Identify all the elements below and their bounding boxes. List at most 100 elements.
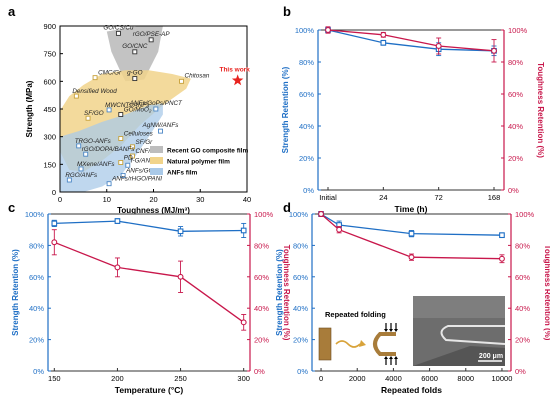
data-point xyxy=(177,273,184,280)
point-label: AgNW/ANFs xyxy=(142,122,180,129)
data-point xyxy=(83,151,89,157)
x-tick-label: 40 xyxy=(243,195,251,204)
data-point xyxy=(120,172,126,178)
data-point xyxy=(130,144,135,150)
point-label: GO/CNC xyxy=(122,43,148,50)
right-tick-label: 40% xyxy=(515,304,530,313)
point-label: TRGO-ANFs xyxy=(75,138,112,145)
data-point xyxy=(51,220,58,227)
legend-entry: ANFs film xyxy=(167,170,198,177)
point-label: ANFs/rHGO/PANI xyxy=(111,176,162,183)
data-point xyxy=(380,31,387,38)
left-tick-label: 60% xyxy=(29,273,44,282)
data-point xyxy=(380,39,387,46)
data-point xyxy=(153,106,159,112)
scale-bar-label: 200 μm xyxy=(479,353,503,360)
point-label: GO/MoO₂ xyxy=(124,107,152,114)
legend-entry: Recent GO composite film xyxy=(167,148,248,155)
x-tick-label: 0 xyxy=(319,374,323,383)
panel-label: c xyxy=(8,200,15,215)
data-point xyxy=(76,143,82,149)
series-line xyxy=(327,29,495,52)
series-line xyxy=(320,213,503,236)
y-tick-label: 150 xyxy=(43,160,56,169)
data-point xyxy=(118,160,124,165)
left-tick-label: 20% xyxy=(293,336,308,345)
left-tick-label: 60% xyxy=(293,273,308,282)
data-point xyxy=(51,239,58,246)
left-tick-label: 80% xyxy=(29,241,44,250)
y-tick-label: 750 xyxy=(43,50,56,59)
data-point xyxy=(408,230,415,237)
point-label: rGO/DOPA/BANFs xyxy=(82,146,136,153)
point-label: g-GO xyxy=(127,70,142,77)
point-label: PD xyxy=(124,154,133,161)
point-label: MWCNTs/ANFs xyxy=(105,102,150,109)
right-tick-label: 100% xyxy=(515,210,535,219)
sem-fold-edge xyxy=(440,325,506,345)
legend-entry: Natural polymer film xyxy=(167,159,230,166)
data-point xyxy=(106,181,112,187)
region-anfs xyxy=(60,103,163,192)
data-point xyxy=(158,128,163,134)
data-point xyxy=(118,136,124,141)
y-tick-label: 450 xyxy=(43,105,56,114)
x-axis-title: Temperature (°C) xyxy=(115,385,184,395)
data-point xyxy=(318,211,324,217)
data-point xyxy=(85,115,91,121)
press-arrowhead-up xyxy=(384,356,388,359)
right-tick-label: 40% xyxy=(508,122,523,131)
data-point xyxy=(78,166,84,172)
data-point xyxy=(92,75,98,81)
x-tick-label: 250 xyxy=(174,374,187,383)
film-flat-icon xyxy=(318,327,332,361)
right-tick-label: 0% xyxy=(508,186,519,195)
x-tick-label: 10 xyxy=(103,195,111,204)
series-line xyxy=(54,220,244,232)
left-tick-label: 20% xyxy=(29,336,44,345)
arrow-head-icon xyxy=(359,340,366,347)
right-tick-label: 80% xyxy=(508,58,523,67)
press-arrowhead-down xyxy=(389,329,393,332)
data-point xyxy=(491,47,497,54)
press-arrowhead-up xyxy=(389,356,393,359)
data-point xyxy=(435,43,442,49)
panel-c: c0%0%20%20%40%40%60%60%80%80%100%100%150… xyxy=(8,200,291,395)
right-axis-title: Toughness Retention (%) xyxy=(543,245,550,341)
x-axis-title: Time (h) xyxy=(395,204,428,214)
data-point xyxy=(66,177,72,183)
y-tick-label: 300 xyxy=(43,133,56,142)
x-tick-label: 168 xyxy=(488,193,501,202)
point-label: ANFs/GoPs/PNCT xyxy=(129,100,183,107)
data-point xyxy=(148,37,154,43)
arrow-curve-icon xyxy=(335,340,361,348)
right-tick-label: 0% xyxy=(254,367,265,376)
x-tick-label: 300 xyxy=(237,374,250,383)
data-point xyxy=(240,227,247,234)
point-label: rGO/PSE-AP xyxy=(133,31,171,38)
right-tick-label: 60% xyxy=(508,90,523,99)
press-arrowhead-down xyxy=(384,329,388,332)
left-tick-label: 80% xyxy=(293,241,308,250)
x-tick-label: 6000 xyxy=(421,374,438,383)
x-tick-label: Initial xyxy=(319,193,337,202)
this-work-label: This work xyxy=(219,66,250,73)
right-tick-label: 100% xyxy=(508,26,528,35)
data-point xyxy=(132,76,138,82)
point-label: Densified Wood xyxy=(72,88,117,95)
legend-swatch xyxy=(150,168,163,175)
y-tick-label: 0 xyxy=(52,188,56,197)
right-tick-label: 60% xyxy=(254,273,269,282)
left-tick-label: 60% xyxy=(299,90,314,99)
point-label: ANFs/GO xyxy=(125,167,153,174)
x-tick-label: 72 xyxy=(434,193,442,202)
inset-caption: Repeated folding xyxy=(325,310,386,319)
right-tick-label: 20% xyxy=(508,154,523,163)
series-line xyxy=(327,29,495,52)
right-tick-label: 80% xyxy=(515,241,530,250)
point-label: SF/Gr xyxy=(135,139,153,146)
data-point xyxy=(132,49,138,55)
